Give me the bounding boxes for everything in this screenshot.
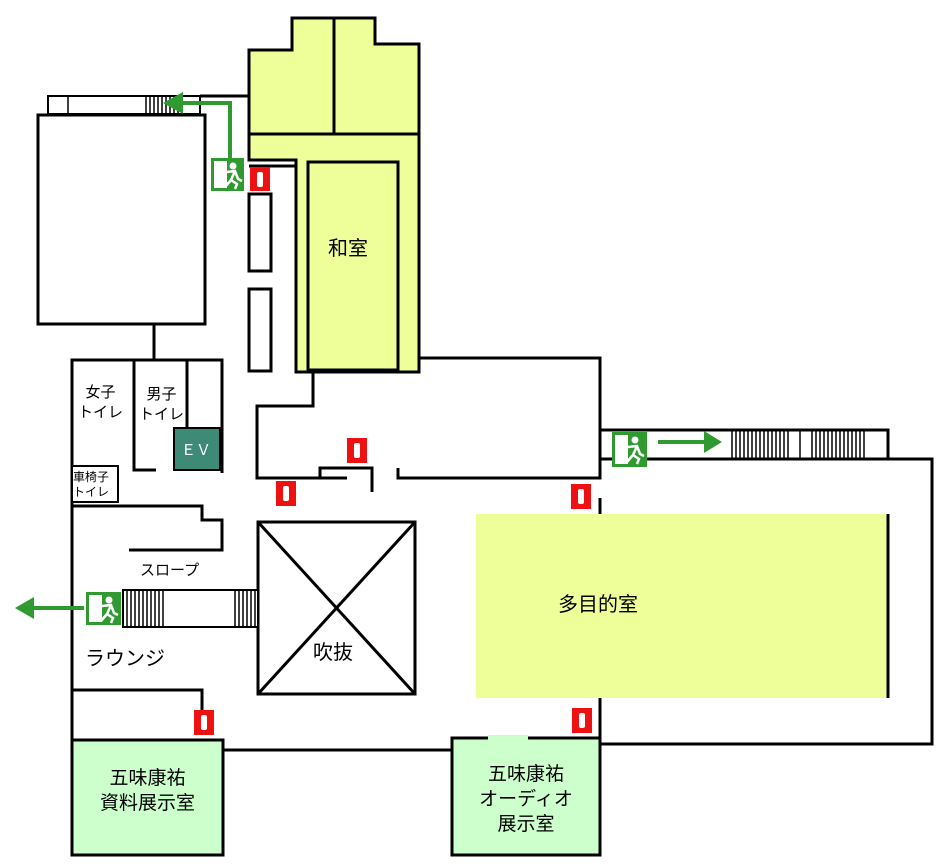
label-gomi-materials: 五味康祐 資料展示室 [72,766,223,816]
wall [249,164,298,372]
stairs-treads [731,430,865,459]
label-wheelchair-toilet: 車椅子 トイレ [73,470,109,500]
wall [255,372,347,480]
label-line: 展示室 [497,813,555,835]
label-line: オーディオ [479,788,573,810]
wall [318,466,374,492]
wall [419,356,602,430]
label-line: 男子 [146,385,177,403]
label-line: 車椅子 [73,470,110,484]
elevator[interactable] [173,427,221,471]
emergency-exit-icon [612,432,647,467]
label-void: 吹抜 [313,640,353,664]
label-multipurpose: 多目的室 [558,592,638,616]
wheelchair-toilet [71,465,119,503]
label-mens-toilet: 男子 トイレ [139,384,184,424]
fire-extinguisher-icon [347,438,367,463]
room-multipurpose[interactable] [476,514,888,698]
label-line: 五味康祐 [487,763,564,785]
label-line: 女子 [85,383,116,401]
fire-extinguisher-icon [250,167,270,191]
fire-extinguisher-icon [194,710,214,735]
label-womens-toilet: 女子 トイレ [78,382,123,422]
label-line: トイレ [78,403,124,421]
pillar [247,287,273,373]
label-elevator: ＥＶ [181,441,212,459]
wall [396,460,602,480]
emergency-exit-icon [211,158,244,191]
label-line: 資料展示室 [99,792,195,814]
label-line: 五味康祐 [109,767,186,789]
wall [598,457,934,746]
wall [72,504,224,552]
room-gomi-materials[interactable] [70,738,225,857]
label-gomi-audio: 五味康祐 オーディオ 展示室 [452,762,600,837]
wall [132,360,156,472]
exit-arrow-icon [658,431,722,453]
stairs-treads [126,590,256,627]
pillar [247,192,273,273]
wall [70,358,224,740]
emergency-exit-icon [86,592,121,625]
room-washitsu [306,160,400,372]
wall [72,688,204,712]
exit-arrow-icon [15,597,84,619]
label-line: トイレ [73,485,110,499]
fire-extinguisher-icon [571,484,591,509]
label-line: トイレ [139,405,185,423]
label-washitsu: 和室 [328,236,368,260]
fire-extinguisher-icon [276,481,296,506]
exit-arrow-icon [163,92,232,160]
fire-extinguisher-icon [572,708,592,733]
doorway-gap [488,735,528,741]
label-slope: スロープ [140,561,200,579]
room-upper-left [36,113,207,326]
label-lounge: ラウンジ [85,646,165,670]
